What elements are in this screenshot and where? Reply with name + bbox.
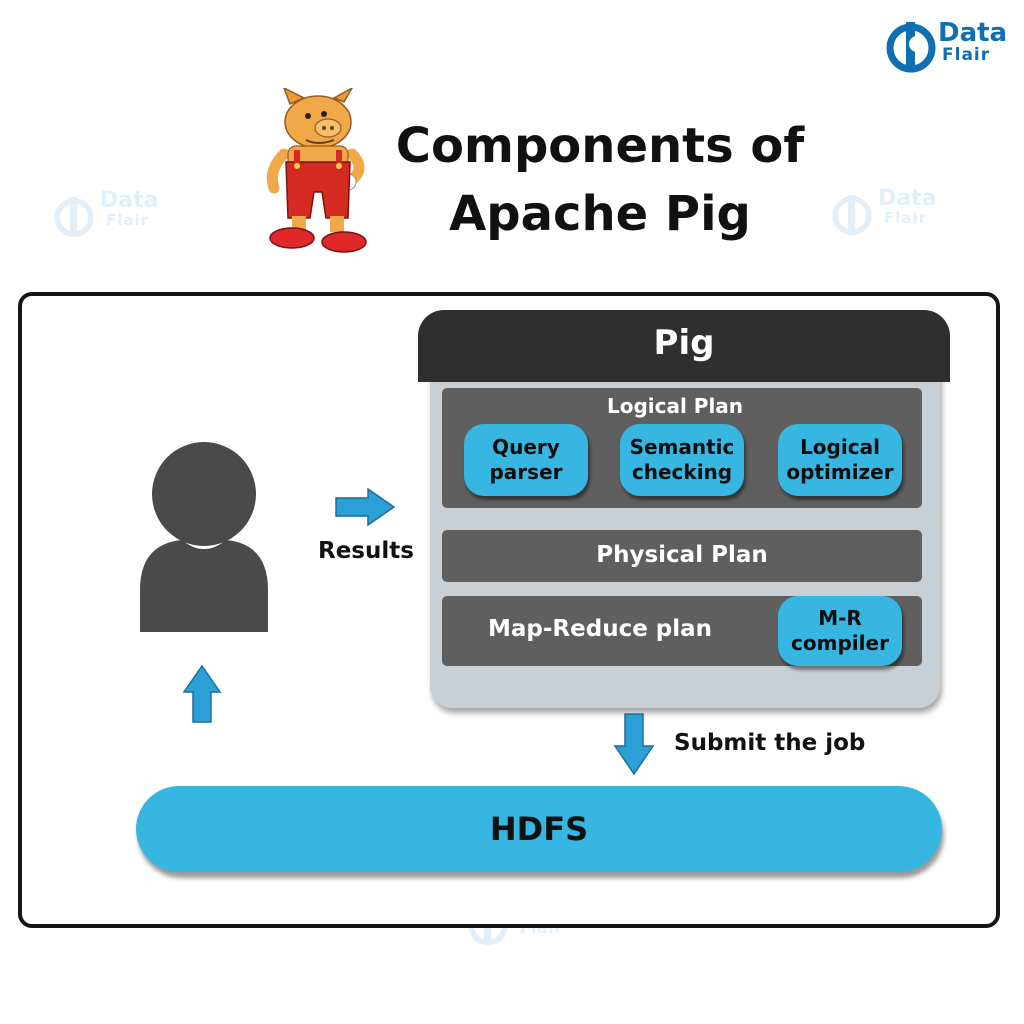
step-line1: Semantic: [629, 435, 735, 459]
step-line2: parser: [489, 460, 563, 484]
compiler-line2: compiler: [791, 631, 889, 655]
pig-title: Pig: [653, 323, 715, 363]
brand-logo: Data Flair: [886, 16, 1008, 78]
watermark-line2: Flair: [106, 211, 150, 229]
page-title: Components of Apache Pig: [380, 112, 820, 248]
brand-text-line2: Flair: [942, 45, 991, 65]
brand-logo-icon: [886, 22, 936, 73]
hdfs-label: HDFS: [489, 810, 589, 848]
results-label: Results: [318, 538, 414, 564]
logical-optimizer-box: Logical optimizer: [778, 424, 902, 496]
watermark-icon: [54, 196, 94, 238]
compiler-line1: M-R: [818, 606, 862, 630]
physical-plan-panel: [442, 530, 922, 582]
watermark: Data Flair: [830, 184, 950, 244]
hdfs-bar: HDFS: [136, 786, 942, 872]
watermark-line1: Data: [100, 188, 159, 213]
step-line2: checking: [631, 460, 733, 484]
brand-text-line1: Data: [938, 18, 1008, 48]
watermark-icon: [832, 194, 872, 236]
physical-plan-label: Physical Plan: [596, 542, 768, 568]
logical-plan-label: Logical Plan: [606, 394, 744, 418]
user-icon: [136, 440, 272, 640]
arrow-right-icon: [334, 487, 396, 531]
title-line1: Components of: [395, 118, 805, 174]
submit-job-label: Submit the job: [674, 730, 866, 756]
query-parser-box: Query parser: [464, 424, 588, 496]
watermark-line1: Data: [878, 186, 937, 211]
mr-compiler-box: M-R compiler: [778, 596, 902, 666]
step-line2: optimizer: [786, 460, 894, 484]
watermark-line2: Flair: [884, 209, 928, 227]
watermark: Data Flair: [52, 186, 172, 246]
step-line1: Logical: [800, 435, 880, 459]
arrow-up-icon: [182, 664, 222, 728]
title-line2: Apache Pig: [449, 186, 751, 242]
pig-mascot-icon: [262, 86, 372, 262]
mapreduce-plan-label: Map-Reduce plan: [488, 616, 713, 642]
pig-header: [418, 310, 950, 382]
step-line1: Query: [492, 435, 560, 459]
semantic-checking-box: Semantic checking: [620, 424, 744, 496]
arrow-down-icon: [612, 712, 656, 780]
